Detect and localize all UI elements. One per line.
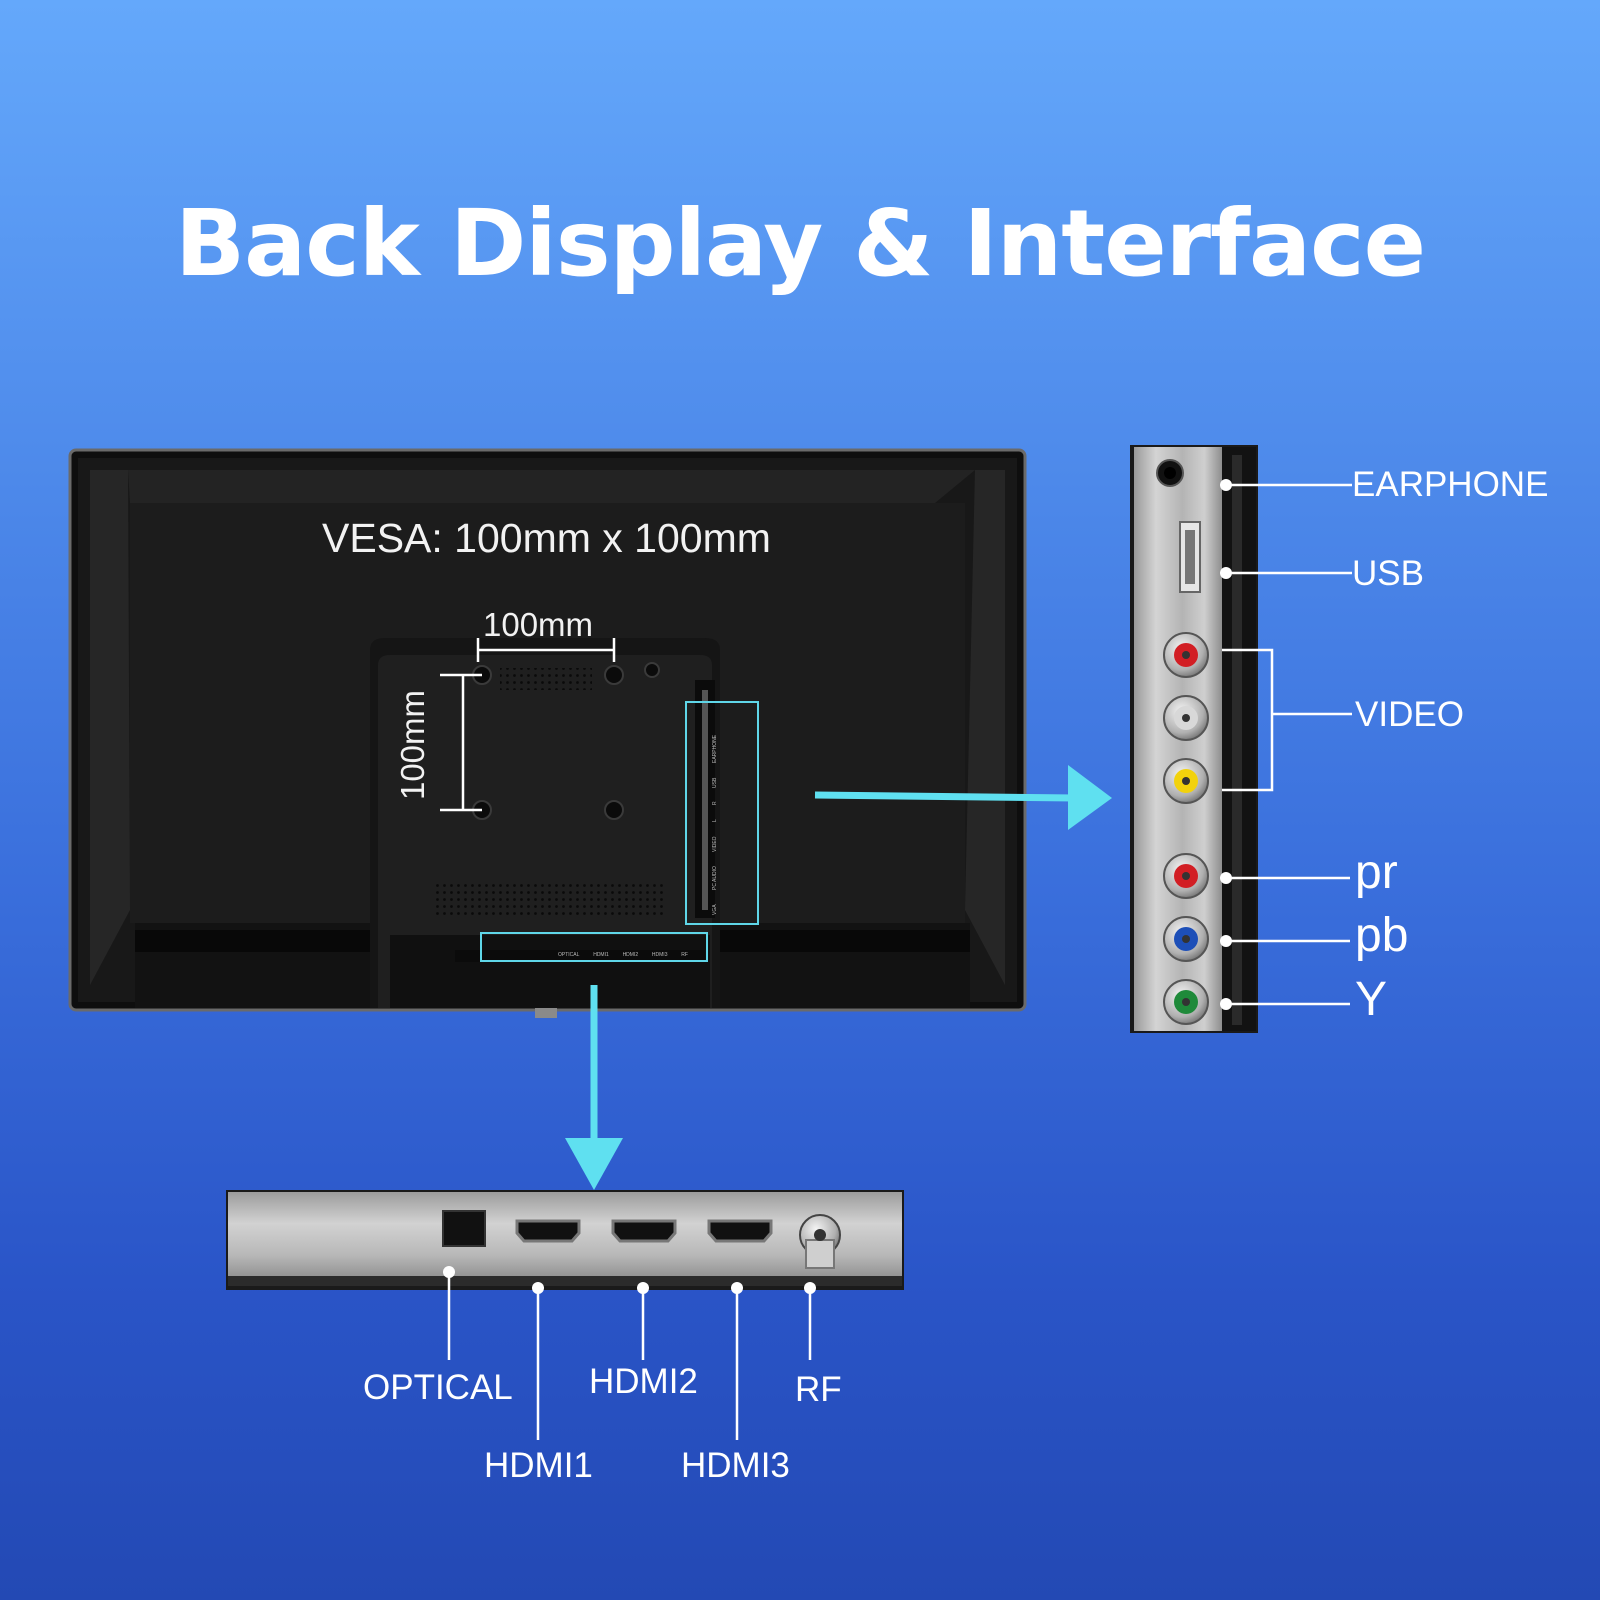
tv-side-label-pc-audio: PC AUDIO	[712, 866, 718, 891]
vesa-label: VESA: 100mm x 100mm	[322, 515, 771, 561]
tv-label-hdmi1: HDMI1	[593, 952, 609, 958]
hdmi3-port-icon	[707, 1219, 773, 1243]
vesa-horizontal-dim: 100mm	[483, 606, 594, 643]
tv-side-label-vga: VGA	[712, 904, 718, 915]
label-hdmi1: HDMI1	[484, 1446, 593, 1485]
tv-label-rf: RF	[681, 952, 688, 958]
tv-back	[68, 448, 1027, 1018]
label-hdmi3: HDMI3	[681, 1446, 790, 1485]
page-title: Back Display & Interface	[174, 190, 1426, 297]
label-rf: RF	[795, 1370, 842, 1409]
tv-side-label-r: R	[712, 801, 718, 806]
tv-side-label-usb: USB	[712, 777, 718, 788]
label-usb: USB	[1352, 554, 1424, 593]
bottom-callout-lines	[443, 1266, 816, 1440]
tv-label-optical: OPTICAL	[558, 952, 580, 958]
optical-port-icon	[442, 1210, 486, 1247]
label-video: VIDEO	[1355, 695, 1464, 734]
rf-port-icon	[799, 1214, 841, 1269]
tv-label-hdmi3: HDMI3	[651, 952, 668, 958]
tv-bottom-small-labels: OPTICAL HDMI1 HDMI2 HDMI3 RF	[558, 952, 688, 962]
tv-side-label-l: L	[712, 819, 718, 823]
tv-label-hdmi2: HDMI2	[622, 952, 639, 958]
arrow-right-icon	[814, 765, 1112, 830]
side-callout-lines	[1220, 479, 1352, 1010]
arrow-down-icon	[565, 985, 623, 1190]
bottom-port-panel	[226, 1190, 904, 1290]
label-pb: pb	[1355, 909, 1409, 962]
hdmi1-port-icon	[515, 1219, 581, 1243]
rca-yellow-icon	[1163, 758, 1209, 804]
label-hdmi2: HDMI2	[589, 1362, 698, 1401]
rca-pr-icon	[1163, 853, 1209, 899]
hdmi2-port-icon	[611, 1219, 677, 1243]
rca-y-icon	[1163, 979, 1209, 1025]
label-pr: pr	[1355, 846, 1398, 899]
label-earphone: EARPHONE	[1352, 465, 1549, 504]
label-optical: OPTICAL	[363, 1368, 513, 1407]
side-ports-highlight	[685, 701, 759, 925]
rca-pb-icon	[1163, 916, 1209, 962]
label-y: Y	[1355, 973, 1388, 1026]
rca-jacks	[1163, 632, 1209, 1025]
vesa-vertical-dim: 100mm	[394, 689, 432, 801]
rca-white-icon	[1163, 695, 1209, 741]
rca-red-icon	[1163, 632, 1209, 678]
tv-side-label-earphone: EARPHONE	[712, 735, 718, 764]
tv-side-small-labels: VGA PC AUDIO VIDEO L R USB EARPHONE	[712, 735, 722, 915]
vesa-dimension-lines	[440, 638, 616, 812]
bottom-ports-highlight	[480, 932, 708, 962]
tv-side-label-video: VIDEO	[712, 836, 718, 853]
